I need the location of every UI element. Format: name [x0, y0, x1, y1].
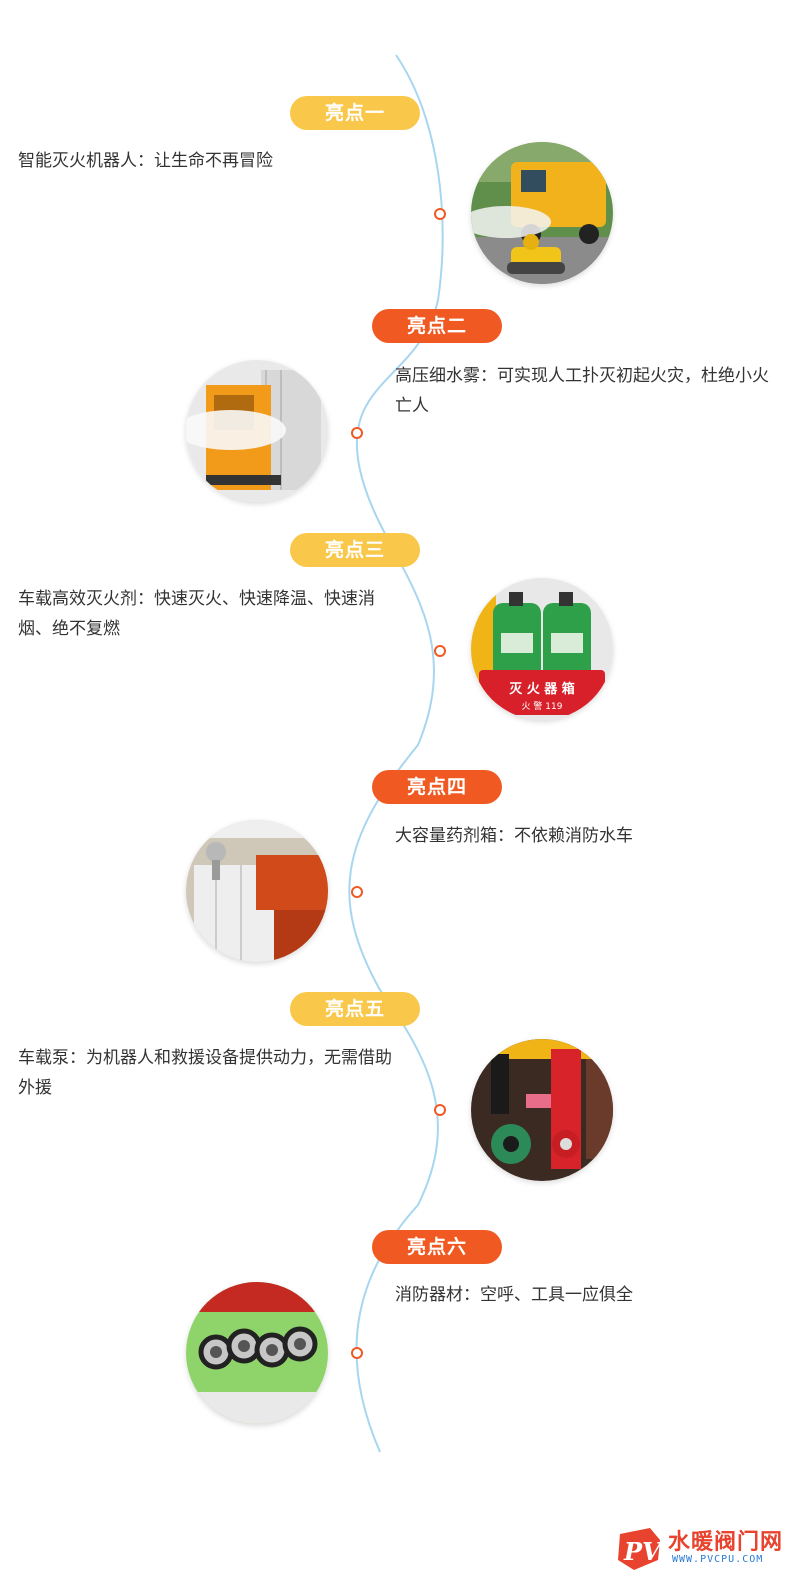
timeline-dot-2 — [351, 427, 363, 439]
highlight-3-text: 车载高效灭火剂：快速灭火、快速降温、快速消烟、绝不复燃 — [18, 589, 375, 639]
highlight-3-photo: 灭 火 器 箱 火 警 119 — [471, 578, 613, 720]
logo-title: 水暖阀门网 — [668, 1530, 784, 1555]
timeline-dot-1 — [434, 208, 446, 220]
highlight-2-text: 高压细水雾：可实现人工扑灭初起火灾，杜绝小火亡人 — [395, 366, 769, 416]
highlight-5-text: 车载泵：为机器人和救援设备提供动力，无需借助外援 — [18, 1048, 392, 1098]
highlight-5-photo — [471, 1039, 613, 1181]
timeline-dot-4 — [351, 886, 363, 898]
highlight-2-badge: 亮点二 — [372, 309, 502, 343]
highlight-4-photo — [186, 820, 328, 962]
timeline-dot-3 — [434, 645, 446, 657]
logo-mark-icon: PV — [618, 1528, 663, 1570]
logo-mark-text: PV — [623, 1537, 663, 1566]
highlight-1-badge: 亮点一 — [290, 96, 420, 130]
highlight-4-badge: 亮点四 — [372, 770, 502, 804]
highlight-3-badge: 亮点三 — [290, 533, 420, 567]
highlight-2-photo — [186, 360, 328, 502]
highlight-1-text: 智能灭火机器人：让生命不再冒险 — [18, 151, 273, 171]
highlight-4-text: 大容量药剂箱：不依赖消防水车 — [395, 826, 633, 846]
highlight-6-text: 消防器材：空呼、工具一应俱全 — [395, 1285, 633, 1305]
highlight-6-photo — [186, 1282, 328, 1424]
logo-url: WWW.PVCPU.COM — [672, 1554, 764, 1565]
highlight-6-badge: 亮点六 — [372, 1230, 502, 1264]
extinguisher-box-label: 灭 火 器 箱 — [508, 681, 575, 697]
site-logo[interactable]: PV 水暖阀门网 WWW.PVCPU.COM — [606, 1520, 786, 1580]
timeline-dot-5 — [434, 1104, 446, 1116]
highlight-1-photo — [471, 142, 613, 284]
timeline-dot-6 — [351, 1347, 363, 1359]
highlight-5-badge: 亮点五 — [290, 992, 420, 1026]
extinguisher-box-sublabel: 火 警 119 — [522, 700, 563, 712]
